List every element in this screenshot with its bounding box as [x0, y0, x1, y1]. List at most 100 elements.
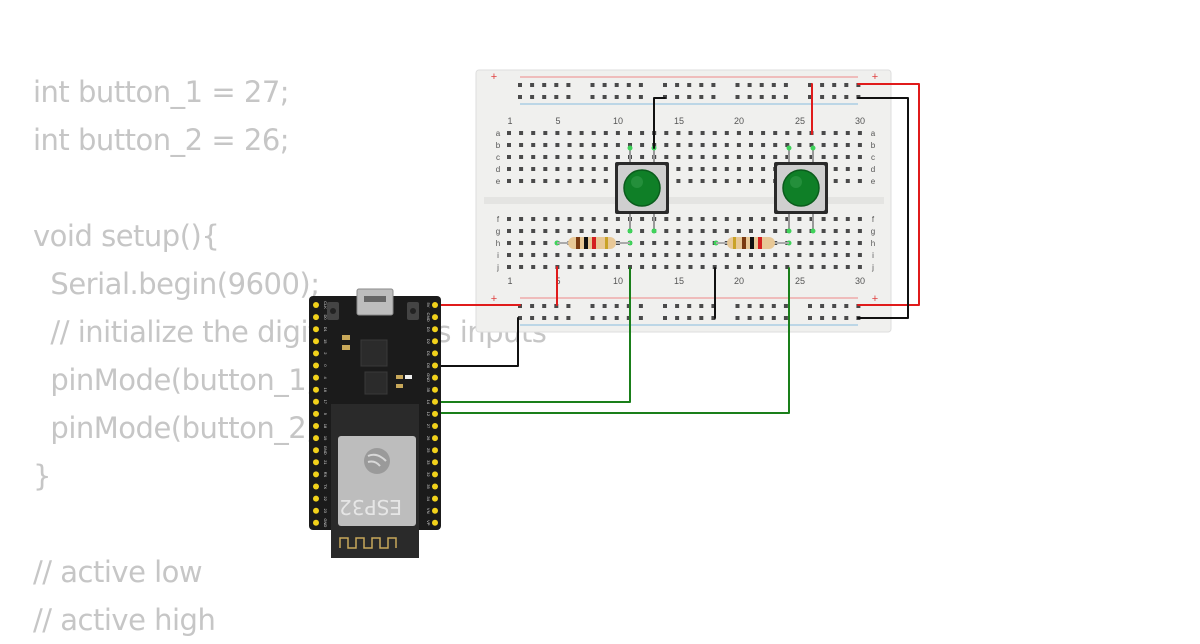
row-letter: j — [496, 263, 499, 272]
row-letter: f — [497, 215, 500, 224]
pin-label: 21 — [323, 460, 328, 465]
pin-label: D1 — [426, 351, 431, 357]
header-pin — [313, 507, 319, 514]
resistor-2[interactable] — [716, 237, 789, 249]
code-line: void setup(){ — [33, 219, 220, 253]
row-letter: c — [496, 153, 500, 162]
column-numbers-top: 1 5 10 15 20 25 30 — [507, 116, 865, 126]
row-letter: e — [496, 177, 501, 186]
pin-label: 27 — [426, 424, 431, 429]
header-pin — [432, 350, 438, 357]
button-cap[interactable] — [782, 169, 820, 207]
pin-label: 14 — [426, 400, 431, 405]
header-pin — [432, 471, 438, 478]
pin-label: 5V — [426, 303, 431, 308]
header-pin — [313, 350, 319, 357]
row-letter: i — [497, 251, 499, 260]
code-line: // active low — [33, 555, 203, 589]
button-cap[interactable] — [623, 169, 661, 207]
push-button-1[interactable] — [615, 148, 669, 230]
code-background: int button_1 = 27; int button_2 = 26; void… — [33, 68, 547, 644]
circuit-diagram: + + + + 1 5 10 15 20 25 30 1 5 10 15 20 … — [309, 69, 920, 558]
code-line: int button_2 = 26; — [33, 123, 290, 157]
esp32-board[interactable]: ESP32 CLKD0D115204161751819GND21RXTX2223… — [309, 288, 441, 558]
header-pin — [432, 374, 438, 381]
pin-label: D0 — [426, 363, 431, 369]
pin-label: 35 — [426, 387, 431, 392]
row-letter: f — [872, 215, 875, 224]
column-number: 10 — [613, 116, 623, 126]
plus-label: + — [491, 293, 497, 305]
row-letter: g — [871, 227, 875, 236]
header-pin — [432, 459, 438, 466]
header-pin — [313, 423, 319, 429]
pin-label: GND — [323, 446, 328, 455]
wires — [434, 83, 920, 414]
pin-label: 15 — [323, 339, 328, 344]
pin-label: GND — [426, 373, 431, 382]
pin-label: VN — [426, 508, 431, 514]
column-number: 1 — [507, 276, 512, 286]
pin-label: 16 — [323, 387, 328, 392]
breadboard[interactable]: + + + + 1 5 10 15 20 25 30 1 5 10 15 20 … — [475, 69, 892, 333]
column-number: 25 — [795, 276, 805, 286]
column-number: 30 — [855, 276, 865, 286]
resistor-1[interactable] — [557, 237, 630, 249]
header-pin — [313, 314, 319, 321]
wire-ground-jumper — [653, 97, 666, 149]
pin-label: D2 — [426, 339, 431, 345]
plus-label: + — [872, 293, 878, 305]
header-pin — [313, 471, 319, 478]
header-pin — [432, 519, 438, 526]
header-pin — [313, 326, 319, 333]
header-pin — [432, 447, 438, 454]
chip-label: ESP32 — [339, 495, 402, 519]
code-line: int button_1 = 27; — [33, 75, 290, 109]
column-number: 15 — [674, 116, 684, 126]
pin-label: 35 — [426, 484, 431, 489]
header-pin — [432, 386, 438, 393]
pin-label: 4 — [323, 376, 328, 379]
pin-label: RX — [323, 472, 328, 478]
header-pin — [432, 314, 438, 321]
header-pin — [432, 483, 438, 490]
header-pin — [432, 495, 438, 502]
header-pin — [432, 338, 438, 345]
pin-label: 22 — [323, 496, 328, 501]
row-letter: a — [871, 129, 876, 138]
column-number: 15 — [674, 276, 684, 286]
pin-label: GND — [323, 518, 328, 527]
wire-ground-rail — [857, 97, 909, 319]
row-letter: h — [496, 239, 500, 248]
code-line: Serial.begin(9600); — [33, 267, 320, 301]
row-letter: j — [871, 263, 874, 272]
pin-label: 33 — [426, 460, 431, 465]
header-pin — [313, 302, 319, 308]
header-pin — [313, 459, 319, 466]
header-pin — [313, 374, 319, 381]
header-pin — [313, 435, 319, 442]
header-pin — [313, 386, 319, 393]
pin-label: TX — [323, 484, 328, 489]
pin-label: VP — [426, 520, 431, 526]
pin-label: 26 — [426, 436, 431, 441]
pin-label: CLK — [323, 301, 328, 309]
row-letter: a — [496, 129, 501, 138]
row-letter: c — [871, 153, 875, 162]
antenna-icon — [339, 537, 397, 549]
column-number: 10 — [613, 276, 623, 286]
column-number: 30 — [855, 116, 865, 126]
row-letter: d — [496, 165, 500, 174]
pin-label: 5 — [323, 413, 328, 416]
pin-label: 19 — [323, 436, 328, 441]
plus-label: + — [872, 71, 878, 83]
header-pin — [313, 519, 319, 526]
header-pin — [432, 302, 438, 308]
pin-label: 23 — [323, 508, 328, 513]
column-number: 1 — [507, 116, 512, 126]
wire-signal-27 — [434, 267, 631, 403]
wire-power-rail — [857, 83, 920, 306]
pin-label: 0 — [323, 364, 328, 367]
pin-label: D0 — [323, 315, 328, 321]
pin-label: CMD — [426, 313, 431, 322]
